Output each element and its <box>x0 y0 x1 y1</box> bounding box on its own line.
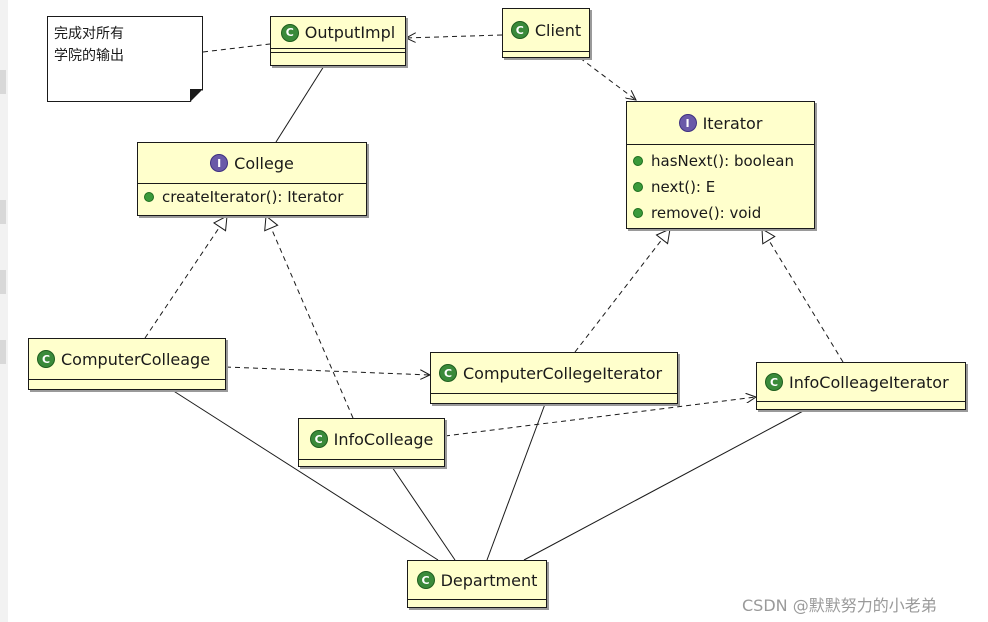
computercollegeiterator-realizes-iterator <box>574 228 671 353</box>
public-method-icon <box>144 192 154 202</box>
computercolleage-to-iterator-dependency <box>225 366 430 375</box>
public-method-icon <box>633 182 643 192</box>
class-name: ComputerCollegeIterator <box>463 363 663 383</box>
class-icon: C <box>416 571 435 589</box>
computercolleage-realizes-college <box>144 215 228 339</box>
infocolleage-department-aggregation <box>392 467 456 561</box>
method-create-iterator[interactable]: createIterator(): Iterator <box>144 184 360 210</box>
class-icon: C <box>309 430 328 448</box>
class-icon: C <box>280 23 299 42</box>
outputimpl-college-aggregation <box>275 66 324 143</box>
class-name: Department <box>440 570 538 590</box>
class-icon: C <box>765 373 783 391</box>
method-remove[interactable]: remove(): void <box>633 200 808 226</box>
public-method-icon <box>633 156 643 166</box>
method-next[interactable]: next(): E <box>633 174 808 200</box>
infocolleage-to-iterator-dependency <box>444 397 756 437</box>
interface-icon: I <box>210 154 229 172</box>
interface-iterator[interactable]: I Iterator hasNext(): boolean next(): E … <box>626 101 815 229</box>
infocolleageiterator-realizes-iterator <box>761 228 844 363</box>
computercolleage-department-aggregation <box>172 390 439 561</box>
method-has-next[interactable]: hasNext(): boolean <box>633 148 808 174</box>
class-name: Client <box>534 20 582 40</box>
note: 完成对所有 学院的输出 <box>47 16 203 102</box>
left-edge-strip <box>0 0 8 622</box>
computercollegeiterator-department-aggregation <box>486 404 545 561</box>
class-infocolleageiterator[interactable]: C InfoColleageIterator <box>756 362 966 410</box>
class-icon: C <box>37 350 55 368</box>
class-client[interactable]: C Client <box>502 8 590 58</box>
class-computercollegeiterator[interactable]: C ComputerCollegeIterator <box>430 352 678 404</box>
class-name: InfoColleageIterator <box>789 372 949 392</box>
note-fold-corner <box>190 89 203 102</box>
class-name: InfoColleage <box>333 429 434 449</box>
note-link <box>202 43 271 53</box>
class-department[interactable]: C Department <box>407 560 547 608</box>
interface-name: Iterator <box>702 113 763 133</box>
class-computercolleage[interactable]: C ComputerColleage <box>28 338 226 390</box>
interface-college[interactable]: I College createIterator(): Iterator <box>137 142 367 216</box>
client-to-iterator-dependency <box>579 57 636 100</box>
client-to-outputimpl-dependency <box>406 35 503 38</box>
infocolleageiterator-department-aggregation <box>523 410 805 561</box>
watermark: CSDN @默默努力的小老弟 <box>742 596 937 615</box>
class-name: ComputerColleage <box>61 349 211 369</box>
class-outputimpl[interactable]: C OutputImpl <box>270 16 406 66</box>
class-icon: C <box>439 364 457 382</box>
interface-name: College <box>234 153 294 173</box>
class-icon: C <box>510 21 529 39</box>
class-name: OutputImpl <box>304 23 396 42</box>
interface-icon: I <box>678 114 697 132</box>
class-infocolleage[interactable]: C InfoColleage <box>298 418 445 467</box>
infocolleage-realizes-college <box>264 215 354 419</box>
public-method-icon <box>633 208 643 218</box>
